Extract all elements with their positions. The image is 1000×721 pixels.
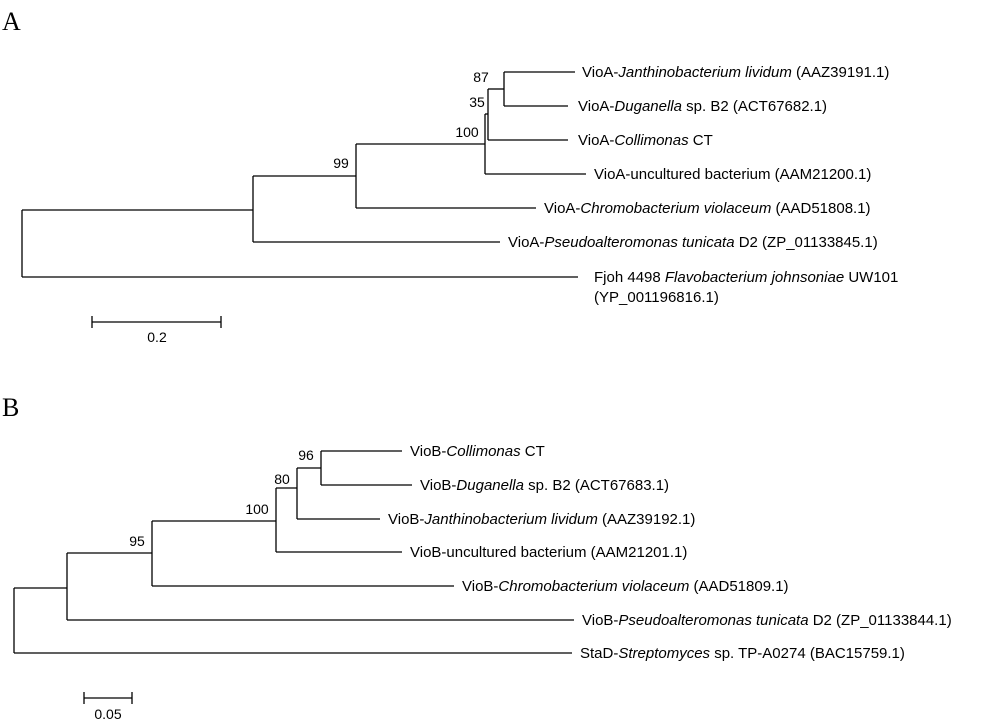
leaf-label: VioA-Pseudoalteromonas tunicata D2 (ZP_0… (508, 234, 878, 251)
leaf-label-part: VioA- (578, 132, 614, 149)
bootstrap-value: 99 (333, 155, 349, 171)
leaf-label-part: sp. TP-A0274 (BAC15759.1) (710, 645, 905, 662)
tree-a-branches (21, 71, 586, 278)
leaf-label: VioB-Collimonas CT (410, 443, 545, 460)
leaf-label-part: VioB-uncultured bacterium (AAM21201.1) (410, 544, 687, 561)
leaf-label-continuation: (YP_001196816.1) (594, 289, 719, 306)
leaf-taxon-name: Streptomyces (618, 645, 710, 662)
leaf-label: VioA-Chromobacterium violaceum (AAD51808… (544, 200, 871, 217)
leaf-label-part: D2 (ZP_01133845.1) (735, 234, 878, 251)
leaf-taxon-name: Pseudoalteromonas tunicata (618, 612, 808, 629)
panel-letter-a: A (2, 7, 21, 36)
leaf-label-part: CT (689, 132, 713, 149)
leaf-taxon-name: Janthinobacterium lividum (617, 64, 791, 81)
bootstrap-value: 35 (469, 94, 485, 110)
leaf-taxon-name: Duganella (614, 98, 682, 115)
panel-letter-b: B (2, 393, 19, 422)
leaf-label-part: StaD- (580, 645, 618, 662)
leaf-taxon-name: Collimonas (446, 443, 521, 460)
leaf-label: VioA-uncultured bacterium (AAM21200.1) (594, 166, 871, 183)
leaf-label-part: UW101 (844, 269, 898, 286)
scale-bar-b: 0.05 (83, 692, 133, 721)
leaf-taxon-name: Collimonas (614, 132, 689, 149)
leaf-label: VioA-Duganella sp. B2 (ACT67682.1) (578, 98, 827, 115)
tree-a-leaf-labels: VioA-Janthinobacterium lividum (AAZ39191… (508, 64, 898, 306)
leaf-label-part: (AAZ39192.1) (598, 511, 696, 528)
scale-bar-a: 0.2 (91, 316, 222, 345)
leaf-label-part: CT (521, 443, 545, 460)
leaf-label: Fjoh 4498 Flavobacterium johnsoniae UW10… (594, 269, 898, 286)
leaf-label-part: VioA- (508, 234, 544, 251)
bootstrap-value: 87 (473, 69, 489, 85)
leaf-label: VioA-Janthinobacterium lividum (AAZ39191… (582, 64, 889, 81)
leaf-taxon-name: Pseudoalteromonas tunicata (544, 234, 734, 251)
leaf-taxon-name: Flavobacterium johnsoniae (665, 269, 844, 286)
leaf-label-part: VioA-uncultured bacterium (AAM21200.1) (594, 166, 871, 183)
scale-bar-label: 0.2 (147, 329, 167, 345)
leaf-label-part: VioB- (388, 511, 424, 528)
leaf-label-part: (AAD51809.1) (689, 578, 788, 595)
scale-bar-label: 0.05 (94, 706, 121, 721)
leaf-label: StaD-Streptomyces sp. TP-A0274 (BAC15759… (580, 645, 905, 662)
leaf-label-part: VioA- (582, 64, 618, 81)
leaf-taxon-name: Chromobacterium violaceum (580, 200, 771, 217)
bootstrap-value: 80 (274, 471, 290, 487)
tree-b-branches (13, 450, 574, 654)
tree-b-leaf-labels: VioB-Collimonas CT VioB-Duganella sp. B2… (388, 443, 952, 662)
panel-b: B 96 (2, 393, 952, 721)
leaf-label: VioB-Pseudoalteromonas tunicata D2 (ZP_0… (582, 612, 952, 629)
leaf-label-part: (AAD51808.1) (771, 200, 870, 217)
leaf-label-part: sp. B2 (ACT67682.1) (682, 98, 827, 115)
tree-a-bootstrap-values: 87 35 100 99 (333, 69, 489, 171)
bootstrap-value: 100 (455, 124, 479, 140)
leaf-label-part: VioB- (410, 443, 446, 460)
leaf-label-part: (AAZ39191.1) (792, 64, 890, 81)
leaf-label-part: VioA- (544, 200, 580, 217)
leaf-label-part: sp. B2 (ACT67683.1) (524, 477, 669, 494)
bootstrap-value: 95 (129, 533, 145, 549)
leaf-label-part: VioB- (582, 612, 618, 629)
tree-b-bootstrap-values: 96 80 100 95 (129, 447, 314, 549)
leaf-label: VioB-uncultured bacterium (AAM21201.1) (410, 544, 687, 561)
leaf-label-part: VioB- (420, 477, 456, 494)
panel-a: A 87 (2, 7, 898, 345)
leaf-label: VioB-Janthinobacterium lividum (AAZ39192… (388, 511, 695, 528)
leaf-label-part: D2 (ZP_01133844.1) (809, 612, 952, 629)
leaf-label-part: VioB- (462, 578, 498, 595)
leaf-label: VioB-Chromobacterium violaceum (AAD51809… (462, 578, 789, 595)
leaf-label-part: VioA- (578, 98, 614, 115)
leaf-label-part: Fjoh 4498 (594, 269, 665, 286)
bootstrap-value: 100 (245, 501, 269, 517)
leaf-label: VioB-Duganella sp. B2 (ACT67683.1) (420, 477, 669, 494)
leaf-taxon-name: Duganella (456, 477, 524, 494)
bootstrap-value: 96 (298, 447, 314, 463)
leaf-taxon-name: Janthinobacterium lividum (423, 511, 597, 528)
leaf-label: VioA-Collimonas CT (578, 132, 713, 149)
leaf-taxon-name: Chromobacterium violaceum (498, 578, 689, 595)
